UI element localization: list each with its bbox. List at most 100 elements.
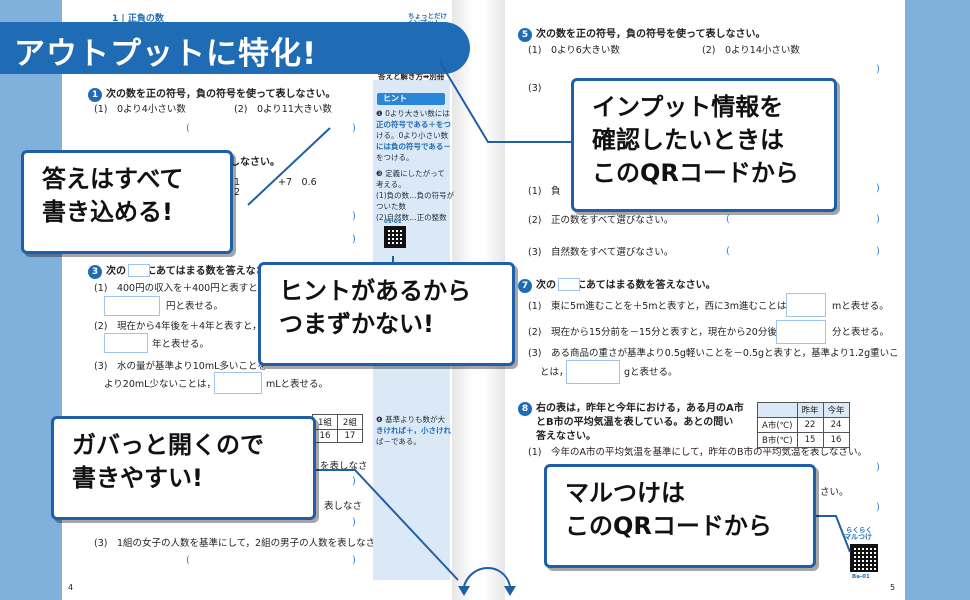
answer-paren-open: ( xyxy=(186,555,190,566)
q3-item-3: (3) 水の量が基準より10mL多いことを xyxy=(94,361,267,372)
q3-title-text: 次の にあてはまる数を答えなさい。 xyxy=(106,266,286,277)
answer-paren-close: ) xyxy=(876,502,880,513)
q8-item-fragment: さい。 xyxy=(820,487,849,498)
qr-marking-label: マルつけ xyxy=(844,533,872,541)
q1-item-2: (2) 0より11大きい数 xyxy=(234,104,332,115)
q3-item-1: (1) 400円の収入を＋400円と表すと， xyxy=(94,283,267,294)
q5-item-2: (2) 0より14小さい数 xyxy=(702,45,800,56)
answer-paren-close: ) xyxy=(352,555,356,566)
hint2-line: ば－である。 xyxy=(376,437,421,446)
hint-line: 正の符号である＋をつ xyxy=(376,120,451,129)
answer-box[interactable] xyxy=(786,293,826,317)
q4-fragment-2: 表しなさ xyxy=(324,501,363,512)
temperature-table: 昨年 今年 A市(℃) 22 24 B市(℃) 15 16 xyxy=(757,402,850,448)
qr-marking-label-top: らくらく xyxy=(846,526,872,534)
answer-box[interactable] xyxy=(214,372,262,394)
temp-table-corner xyxy=(757,402,798,418)
q7-item-3-cont: とは， xyxy=(540,367,569,378)
q7-item-2-suffix: 分と表せる。 xyxy=(832,327,890,338)
hint-line: ❶ 0より大きい数には xyxy=(376,109,450,118)
answer-box[interactable] xyxy=(566,360,620,384)
class-2-value: 17 xyxy=(336,429,363,443)
answer-paren-close: ) xyxy=(876,246,880,257)
class-table: 1組 2組 16 17 xyxy=(312,414,363,443)
answer-paren-open: ( xyxy=(726,246,730,257)
temp-header-this-year: 今年 xyxy=(822,402,850,418)
banner-text: アウトプットに特化! xyxy=(14,36,318,72)
q3-item-2-suffix: 年と表せる。 xyxy=(152,339,210,350)
q7-item-2: (2) 現在から15分前を－15分と表すと，現在から20分後は， xyxy=(528,327,796,338)
q2-denominator: 2 xyxy=(234,187,241,198)
q7-number: 7 xyxy=(518,279,532,293)
q8-number: 8 xyxy=(518,402,532,416)
q6-item-2: (2) 正の数をすべて選びなさい。 xyxy=(528,215,674,226)
hint2-line: ❹ 基準よりも数が大 xyxy=(376,415,445,424)
q2-title-fragment: 長しなさい。 xyxy=(220,157,280,168)
answer-paren-close: ) xyxy=(876,462,880,473)
answer-paren-open: ( xyxy=(726,214,730,225)
q8-title-line-2: とB市の平均気温を表している。あとの問い xyxy=(536,417,734,428)
answer-note: 答えと解き方➡別冊 xyxy=(378,72,445,81)
banner-tip xyxy=(370,22,470,74)
hint-line: をつける。 xyxy=(376,153,414,162)
q7-item-3-suffix: gと表せる。 xyxy=(624,367,678,378)
answer-paren-close: ) xyxy=(352,517,356,528)
connector-marking xyxy=(815,515,851,553)
blank-box[interactable] xyxy=(128,264,150,277)
q7-item-3: (3) ある商品の重さが基準より0.5g軽いことを－0.5gと表すと，基準より1… xyxy=(528,348,899,359)
hint-line: ける。0より小さい数 xyxy=(376,131,449,140)
hint-line: (1)負の数…負の符号が xyxy=(376,191,455,200)
q7-title-text: 次の にあてはまる数を答えなさい。 xyxy=(536,280,716,291)
hint-title: ヒント xyxy=(377,93,445,105)
q8-item-1: (1) 今年のA市の平均気温を基準にして，昨年のB市の平均気温を表しなさい。 xyxy=(528,447,868,458)
temp-row-label: B市(℃) xyxy=(757,432,798,448)
q8-title-line-1: 右の表は，昨年と今年における，ある月のA市 xyxy=(536,403,744,414)
marking-qr-code[interactable] xyxy=(850,544,878,572)
q7-item-1: (1) 東に5m進むことを＋5mと表すと，西に3m進むことは， xyxy=(528,301,796,312)
q4-fragment-1: を表しなさ xyxy=(320,461,368,472)
hint-line: (2)自然数…正の整数 xyxy=(376,213,447,222)
answer-paren-open: ( xyxy=(186,123,190,134)
answer-paren-close: ) xyxy=(876,64,880,75)
headline-banner: アウトプットに特化! xyxy=(0,22,470,74)
hint-qr-code[interactable] xyxy=(384,226,406,248)
hint2-line: きければ＋，小さけれ xyxy=(376,426,451,435)
answer-box[interactable] xyxy=(776,320,826,344)
answer-paren-close: ) xyxy=(352,211,356,222)
answer-box[interactable] xyxy=(104,296,160,316)
q8-title-line-3: 答えなさい。 xyxy=(536,431,596,442)
answer-paren-close: ) xyxy=(352,123,356,134)
marking-qr-code-id: Ba-01 xyxy=(852,574,870,580)
qr-input-label-top: ちょっとだけ xyxy=(408,12,447,20)
answer-paren-close: ) xyxy=(876,183,880,194)
q8-title: 8 右の表は，昨年と今年における，ある月のA市 xyxy=(518,402,744,416)
flip-arrow-head-left-icon xyxy=(458,586,470,596)
callout-marking: マルつけは このQRコードから xyxy=(544,464,816,568)
q5-title-text: 次の数を正の符号，負の符号を使って表しなさい。 xyxy=(536,29,766,40)
hint-line: ❸ 定義にしたがって xyxy=(376,169,445,178)
section-title: 1 | 正負の数 xyxy=(112,14,164,24)
answer-box[interactable] xyxy=(104,333,148,353)
q5-item-1: (1) 0より6大きい数 xyxy=(528,45,620,56)
callout-input-qr: インプット情報を 確認したいときは このQRコードから xyxy=(571,78,837,212)
callout-hint: ヒントがあるから つまずかない! xyxy=(258,262,515,366)
q3-item-2: (2) 現在から4年後を＋4年と表すと，現 xyxy=(94,321,272,332)
callout-open-flat: ガバっと開くので 書きやすい! xyxy=(51,416,316,520)
q3-item-3-cont: より20mL少ないことは， xyxy=(104,379,216,390)
q6-item-3: (3) 自然数をすべて選びなさい。 xyxy=(528,247,674,258)
hint-line: ついた数 xyxy=(376,202,406,211)
q3-item-3-suffix: mLと表せる。 xyxy=(266,379,329,390)
page-number-right: 5 xyxy=(890,583,896,592)
callout-write-in: 答えはすべて 書き込める! xyxy=(21,150,233,254)
connector-input-qr xyxy=(439,61,575,143)
q3-item-1-suffix: 円と表せる。 xyxy=(166,301,224,312)
temp-cell: 16 xyxy=(822,432,850,448)
connector-open-flat xyxy=(315,469,459,581)
q6-item-1: (1) 負 xyxy=(528,186,561,197)
blank-box[interactable] xyxy=(558,278,580,291)
q2-numbers: 1 +7 0.6 xyxy=(234,177,317,188)
